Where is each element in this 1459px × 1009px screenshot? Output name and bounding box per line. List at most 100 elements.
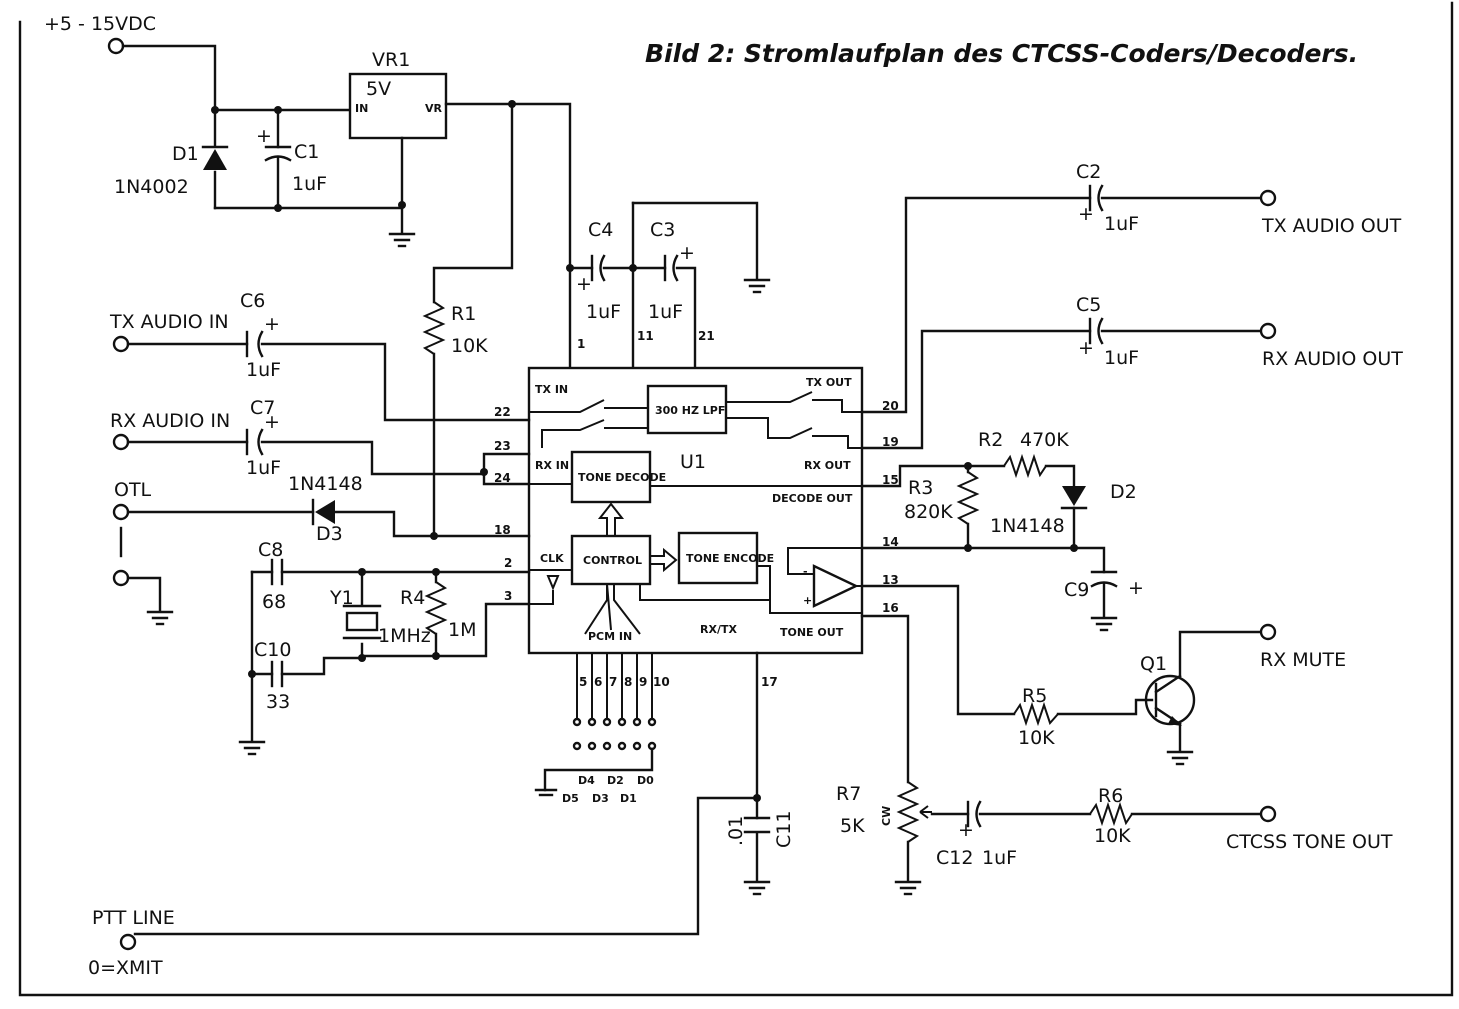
otl-ground-terminal[interactable] [112, 569, 130, 587]
tx-in-switch [529, 399, 648, 413]
r1-resistor [422, 301, 446, 355]
supply-terminal[interactable] [107, 37, 125, 55]
c7-value: 1uF [246, 457, 281, 479]
ptt-line-terminal[interactable] [119, 933, 137, 951]
r7-potentiometer [896, 781, 920, 843]
rx-audio-in-wire [126, 440, 531, 486]
pin-23: 23 [494, 439, 511, 453]
d1-value: 1N4002 [114, 176, 189, 198]
dip-label-d3: D3 [592, 792, 609, 805]
u1-tx-in: TX IN [535, 383, 568, 396]
pin-8: 8 [624, 675, 632, 689]
opamp [812, 564, 859, 608]
d2-ref: D2 [1110, 481, 1137, 503]
r6-resistor [1089, 801, 1133, 827]
c8-ref: C8 [258, 539, 283, 561]
tone-out-line [860, 614, 910, 882]
r2-ref: R2 [978, 429, 1003, 451]
u1-rx-in: RX IN [535, 459, 569, 472]
c4-value: 1uF [586, 301, 621, 323]
tone-encode-block [677, 531, 759, 585]
clk-buffer [529, 575, 560, 605]
rx-audio-in-label: RX AUDIO IN [110, 410, 230, 432]
c9-ref: C9 [1064, 579, 1089, 601]
rx-mute-terminal[interactable] [1259, 623, 1277, 641]
tx-audio-out-terminal[interactable] [1259, 189, 1277, 207]
r4-resistor [424, 581, 448, 635]
c3-capacitor [663, 254, 679, 282]
u1-ic [527, 366, 864, 655]
tone-out-wire [757, 565, 862, 614]
rx-audio-in-terminal[interactable] [112, 433, 130, 451]
c8-capacitor [270, 558, 284, 586]
r6-value: 10K [1094, 825, 1131, 847]
d2-diode [1060, 486, 1088, 510]
ground-symbol-c9 [1090, 616, 1118, 632]
rail-5v-wire [432, 102, 514, 304]
ctcss-tone-out-terminal[interactable] [1259, 805, 1277, 823]
pin-22: 22 [494, 405, 511, 419]
d3-diode [311, 498, 335, 526]
pin-14: 14 [882, 535, 899, 549]
q1-ref: Q1 [1140, 653, 1167, 675]
u1-pcm-in: PCM IN [588, 630, 632, 643]
otl-wire [126, 510, 531, 538]
u1-rx-tx: RX/TX [700, 623, 737, 636]
ground-symbol-r7 [894, 880, 922, 896]
r3-value: 820K [904, 501, 953, 523]
c3-plus: + [679, 242, 695, 264]
dip-label-d1: D1 [620, 792, 637, 805]
pin-20: 20 [882, 399, 899, 413]
c1-capacitor [264, 145, 292, 162]
pin-15: 15 [882, 473, 899, 487]
vr1-ref: VR1 [372, 49, 410, 71]
c2-plus: + [1078, 203, 1094, 225]
tx-out-switch [726, 391, 862, 413]
c4-ref: C4 [588, 219, 613, 241]
r3-ref: R3 [908, 477, 933, 499]
rx-mute-label: RX MUTE [1260, 649, 1346, 671]
u1-tone-out: TONE OUT [780, 626, 844, 639]
c7-ref: C7 [250, 397, 275, 419]
pin-3: 3 [504, 589, 512, 603]
ground-symbol-c11 [743, 880, 771, 896]
c2-capacitor [1088, 184, 1104, 212]
c5-capacitor [1088, 317, 1104, 345]
tx-audio-in-terminal[interactable] [112, 335, 130, 353]
otl-terminal[interactable] [112, 503, 130, 521]
pin-24: 24 [494, 471, 511, 485]
u1-ref: U1 [680, 451, 706, 473]
c7-capacitor [245, 428, 264, 456]
pin-13: 13 [882, 573, 899, 587]
r1-ref: R1 [451, 303, 476, 325]
c4-capacitor [590, 254, 606, 282]
c3-ground-wire [631, 201, 759, 280]
control-arrow-right [650, 547, 678, 573]
c3-value: 1uF [648, 301, 683, 323]
ptt-line-label: PTT LINE [92, 907, 175, 929]
dip-ground-wire [543, 747, 654, 792]
tone-encode-label: TONE ENCODE [686, 552, 774, 565]
decode-out-wire [860, 464, 1076, 550]
ground-symbol-c3 [743, 278, 771, 294]
tx-audio-out-label: TX AUDIO OUT [1261, 215, 1402, 237]
c11-value: .01 [725, 816, 747, 846]
dip-label-d0: D0 [637, 774, 654, 787]
rx-audio-out-terminal[interactable] [1259, 322, 1277, 340]
vr1-value: 5V [366, 78, 391, 100]
r2-value: 470K [1020, 429, 1069, 451]
q1-wires [1178, 630, 1264, 752]
ground-symbol-dip [534, 788, 558, 797]
ptt-note: 0=XMIT [88, 957, 163, 979]
tone-decode-label: TONE DECODE [578, 471, 666, 484]
pin-5: 5 [579, 675, 587, 689]
pin-21: 21 [698, 329, 715, 343]
c1-plus: + [256, 125, 272, 147]
pin-2: 2 [504, 556, 512, 570]
diagram-title: Bild 2: Stromlaufplan des CTCSS-Coders/D… [645, 39, 1358, 68]
c7-plus: + [264, 411, 280, 433]
control-arrow-up [597, 502, 625, 536]
c3-ref: C3 [650, 219, 675, 241]
tx-audio-out-wire [860, 196, 1264, 414]
dip-label-d2: D2 [607, 774, 624, 787]
